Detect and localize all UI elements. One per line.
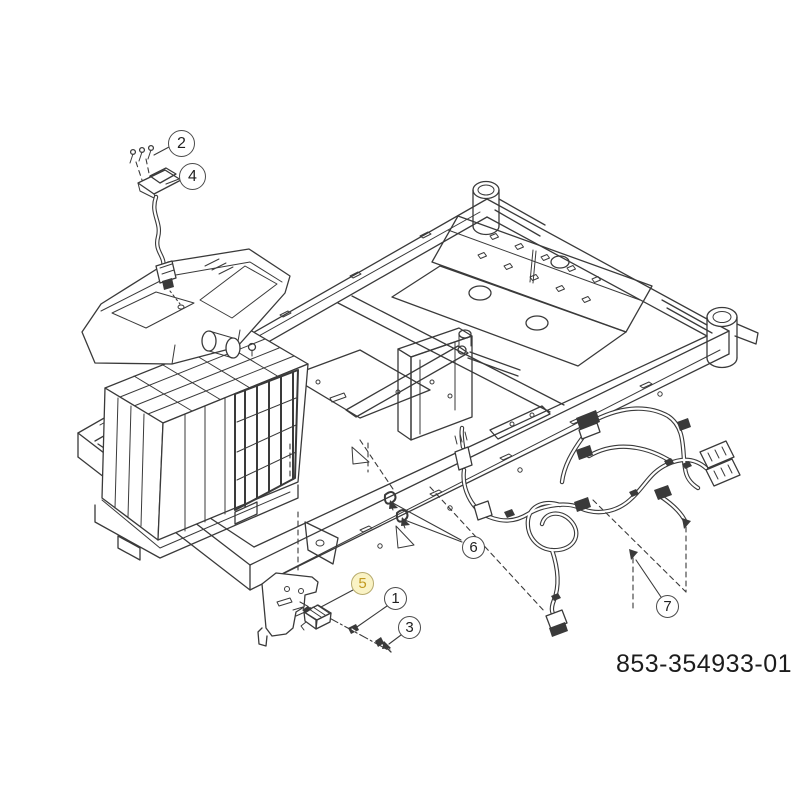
switch-bracket-part4 bbox=[137, 167, 182, 200]
center-bracket bbox=[289, 327, 521, 441]
callout-1[interactable]: 1 bbox=[384, 587, 407, 610]
right-corner-post bbox=[706, 306, 738, 369]
callout-4[interactable]: 4 bbox=[179, 163, 206, 190]
console-cover bbox=[81, 248, 291, 365]
mounting-screws-part2 bbox=[129, 144, 155, 164]
screw-part3 bbox=[375, 637, 392, 653]
connector-part5 bbox=[300, 604, 332, 631]
harness-connectors bbox=[454, 410, 741, 637]
wiring-harness bbox=[454, 406, 741, 637]
callout-6[interactable]: 6 bbox=[462, 536, 485, 559]
console-roller bbox=[201, 330, 241, 359]
projection-lines bbox=[289, 439, 687, 613]
battery-cell-stack bbox=[234, 369, 299, 511]
leader-arrowheads bbox=[382, 500, 691, 649]
part-number: 853-354933-01 bbox=[615, 650, 793, 678]
floor-panel bbox=[391, 265, 627, 367]
callout-3[interactable]: 3 bbox=[398, 616, 421, 639]
control-cable bbox=[152, 194, 181, 305]
callout-5[interactable]: 5 bbox=[351, 572, 374, 595]
rear-mounting-plate bbox=[431, 215, 653, 333]
callout-7[interactable]: 7 bbox=[656, 595, 679, 618]
callout-2[interactable]: 2 bbox=[168, 130, 195, 157]
rear-corner-post bbox=[472, 180, 500, 236]
lower-bracket bbox=[257, 572, 319, 647]
leader-lines bbox=[153, 146, 662, 645]
interlock-switch-assembly bbox=[129, 144, 182, 305]
battery-pack bbox=[94, 329, 309, 561]
